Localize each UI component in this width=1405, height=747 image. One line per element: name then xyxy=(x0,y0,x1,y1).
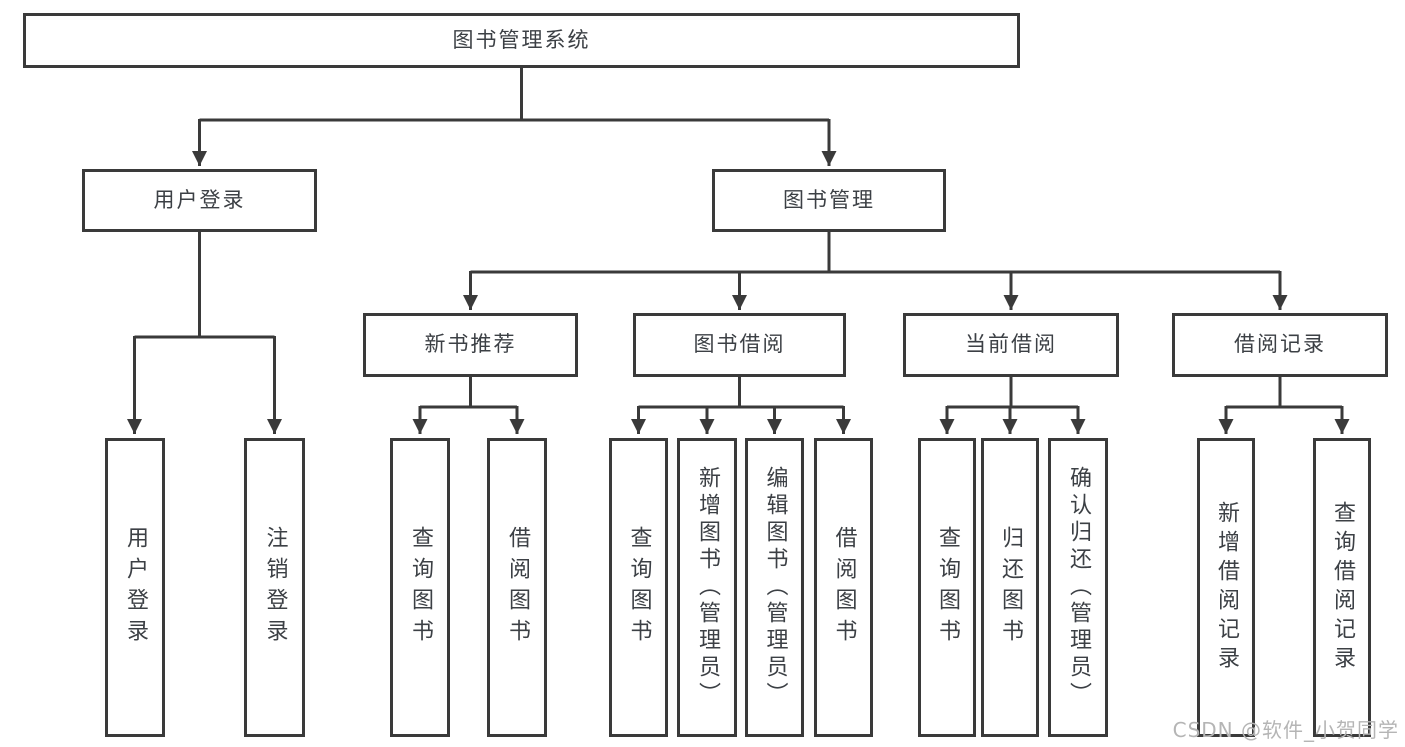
node-book-management: 图书管理 xyxy=(712,169,946,232)
leaf-query-borrow-record: 查询借阅记录 xyxy=(1313,438,1371,737)
node-borrow-records: 借阅记录 xyxy=(1172,313,1388,377)
node-user-login: 用户登录 xyxy=(82,169,317,232)
node-current-borrow-label: 当前借阅 xyxy=(965,332,1057,357)
leaf-query-books-2: 查询图书 xyxy=(609,438,668,737)
leaf-user-login: 用户登录 xyxy=(105,438,165,737)
leaf-logout: 注销登录 xyxy=(244,438,305,737)
leaf-query-books-1-label: 查询图书 xyxy=(408,525,433,650)
node-root-label: 图书管理系统 xyxy=(452,27,591,52)
node-book-borrow: 图书借阅 xyxy=(633,313,846,377)
node-user-login-label: 用户登录 xyxy=(153,187,246,212)
leaf-add-books-admin: 新增图书（管理员） xyxy=(677,438,737,737)
leaf-logout-label: 注销登录 xyxy=(262,525,288,650)
leaf-user-login-label: 用户登录 xyxy=(123,525,148,650)
leaf-edit-books-admin-label: 编辑图书（管理员） xyxy=(762,466,788,709)
leaf-add-borrow-record: 新增借阅记录 xyxy=(1197,438,1255,737)
node-new-book-recommend-label: 新书推荐 xyxy=(424,332,517,357)
leaf-query-books-2-label: 查询图书 xyxy=(626,525,652,650)
leaf-return-books: 归还图书 xyxy=(981,438,1039,737)
leaf-confirm-return-admin: 确认归还（管理员） xyxy=(1048,438,1108,737)
node-current-borrow: 当前借阅 xyxy=(903,313,1119,377)
leaf-query-books-1: 查询图书 xyxy=(390,438,450,737)
node-root: 图书管理系统 xyxy=(23,13,1020,68)
leaf-borrow-books-1: 借阅图书 xyxy=(487,438,547,737)
node-book-management-label: 图书管理 xyxy=(783,187,875,212)
leaf-add-books-admin-label: 新增图书（管理员） xyxy=(695,466,720,709)
leaf-borrow-books-2: 借阅图书 xyxy=(814,438,873,737)
leaf-borrow-books-2-label: 借阅图书 xyxy=(831,525,857,650)
leaf-add-borrow-record-label: 新增借阅记录 xyxy=(1214,500,1239,675)
leaf-edit-books-admin: 编辑图书（管理员） xyxy=(745,438,804,737)
leaf-confirm-return-admin-label: 确认归还（管理员） xyxy=(1066,466,1091,709)
leaf-borrow-books-1-label: 借阅图书 xyxy=(505,525,530,650)
leaf-query-books-3: 查询图书 xyxy=(918,438,976,737)
node-book-borrow-label: 图书借阅 xyxy=(693,332,786,357)
leaf-query-books-3-label: 查询图书 xyxy=(935,525,960,650)
leaf-return-books-label: 归还图书 xyxy=(998,525,1023,650)
csdn-watermark: CSDN @软件_小贺同学 xyxy=(1172,718,1399,742)
node-borrow-records-label: 借阅记录 xyxy=(1234,332,1326,357)
node-new-book-recommend: 新书推荐 xyxy=(363,313,578,377)
leaf-query-borrow-record-label: 查询借阅记录 xyxy=(1330,500,1355,675)
